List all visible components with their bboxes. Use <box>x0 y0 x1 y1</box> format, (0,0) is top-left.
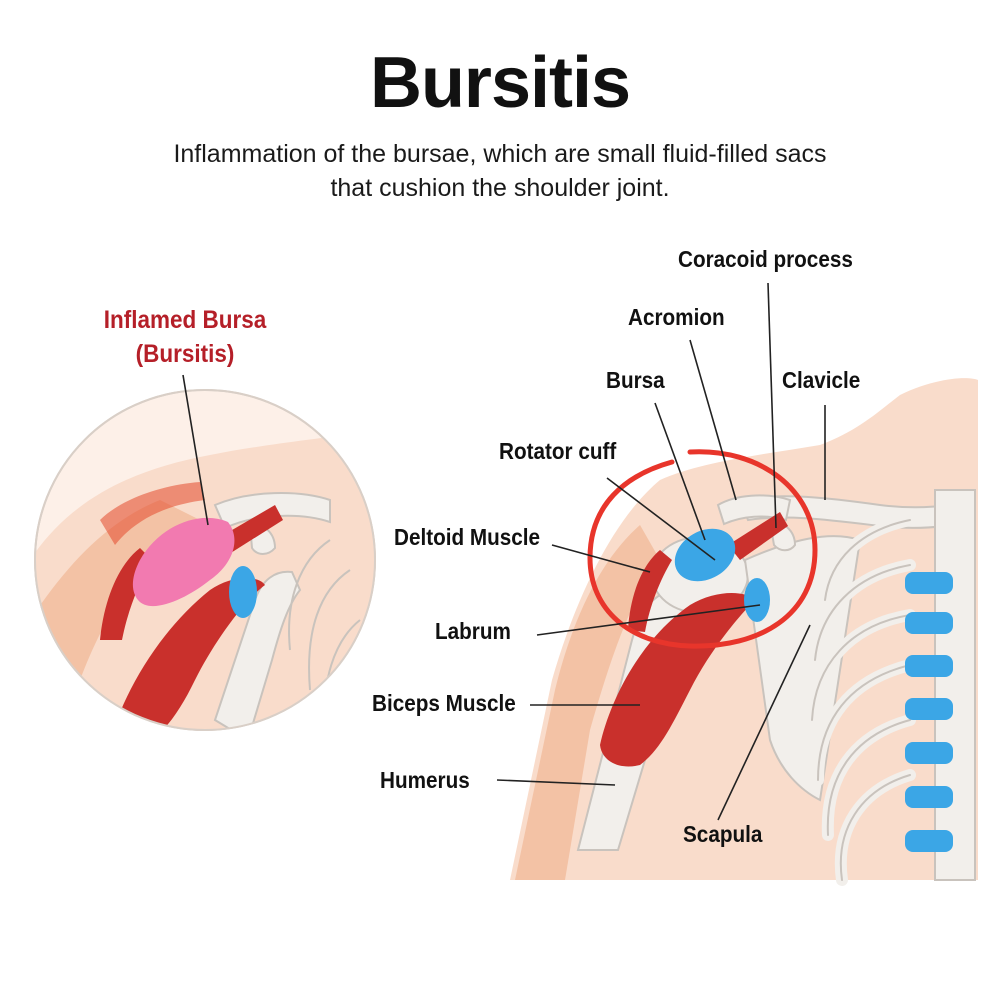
label-rotator-cuff: Rotator cuff <box>499 438 617 464</box>
biceps-muscle <box>600 593 755 767</box>
inset-zoom-circle <box>34 389 376 731</box>
deltoid-muscle <box>628 550 672 632</box>
rotator-cuff-muscle <box>728 512 788 560</box>
main-shoulder-illustration <box>510 378 978 886</box>
label-labrum: Labrum <box>435 618 511 644</box>
spine <box>905 489 976 881</box>
page-title: Bursitis <box>369 43 631 123</box>
label-bursa: Bursa <box>606 367 665 393</box>
label-scapula: Scapula <box>683 821 763 847</box>
label-biceps-muscle: Biceps Muscle <box>372 690 516 716</box>
subtitle-line-1: Inflammation of the bursae, which are sm… <box>173 140 827 168</box>
inflamed-bursa-sublabel: (Bursitis) <box>135 340 235 368</box>
rib-cage <box>806 514 916 886</box>
bursa-inflamed <box>132 517 235 607</box>
label-clavicle: Clavicle <box>782 367 861 393</box>
subtitle-line-2: that cushion the shoulder joint. <box>330 174 670 202</box>
inflamed-bursa-label: Inflamed Bursa <box>103 306 267 334</box>
arm-skin-shadow <box>515 525 660 880</box>
acromion-bone <box>716 494 792 526</box>
highlight-circle <box>587 449 818 649</box>
labrum-structure <box>744 578 770 622</box>
label-humerus: Humerus <box>380 767 470 793</box>
label-coracoid-process: Coracoid process <box>678 246 853 272</box>
label-deltoid-muscle: Deltoid Muscle <box>394 524 541 550</box>
label-acromion: Acromion <box>628 304 725 330</box>
leader-lines <box>182 282 826 821</box>
